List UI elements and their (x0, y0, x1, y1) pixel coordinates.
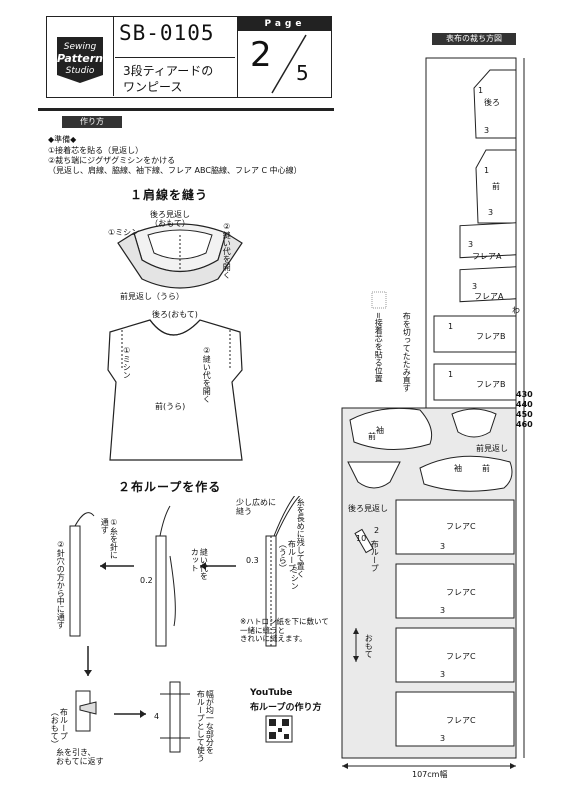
piece-flare-a-2: フレアA (474, 292, 504, 301)
section-tag-instructions: 作り方 (62, 116, 122, 128)
label-pull-thread: 糸を引き、 おもてに返す (56, 748, 104, 767)
label-thread-needle: ①糸を針に 通す (100, 518, 119, 559)
label-front-facing: 前見返し（うら） (120, 292, 184, 301)
piece-sleeve-2: 袖 (454, 464, 462, 473)
piece-sleeve-2-front: 前 (482, 464, 490, 473)
label-sew-2: ①ミシン (122, 346, 132, 379)
piece-flare-c-2: フレアC (446, 588, 476, 597)
piece-flare-a-1-num: 3 (468, 240, 474, 249)
logo-box: Sewing Pattern Studio (47, 17, 114, 96)
pattern-code: SB-0105 (119, 21, 215, 45)
page-label: Page (238, 17, 332, 31)
piece-flare-c-1: フレアC (446, 522, 476, 531)
piece-flare-b-2: フレアB (476, 380, 506, 389)
label-pass-through: ②針穴の方から中に通す (56, 540, 66, 629)
bodice-diagram (107, 319, 243, 461)
piece-loop-num2: 2 (374, 526, 380, 535)
label-loop-front: 布ループ （おもて） (50, 708, 69, 748)
label-loop-back: 布ループ （うら） (278, 540, 297, 572)
piece-flare-c-2-num: 3 (440, 606, 446, 615)
label-cut-allowance: 縫い代を カット (190, 548, 209, 580)
label-use-even: 幅が均一な部分を 布ループとして使う (196, 690, 215, 762)
piece-sleeve-1-front: 前 (368, 432, 376, 441)
page-slash (271, 34, 307, 94)
youtube-subtitle[interactable]: 布ループの作り方 (250, 703, 322, 713)
studio-logo: Sewing Pattern Studio (57, 37, 103, 83)
fold-mark: わ (512, 306, 520, 315)
step2-heading: ２布ループを作る (118, 480, 222, 494)
fabric-width-label: 107cm幅 (412, 770, 448, 779)
piece-flare-b-1: フレアB (476, 332, 506, 341)
cutting-layout-title: 表布の裁ち方図 (432, 33, 516, 45)
label-sew-1: ①ミシン (108, 228, 140, 237)
page-total: 5 (296, 61, 309, 85)
length-440: 440 (516, 400, 533, 409)
pattern-title-line2: ワンピース (123, 80, 183, 94)
page-indicator: Page 2 5 (237, 17, 332, 97)
piece-loop-num: 10 (356, 534, 367, 543)
interfacing-legend: =接着芯を貼る位置 (374, 312, 384, 383)
label-back-face: 後ろ(おもて) (152, 310, 198, 319)
length-450: 450 (516, 410, 533, 419)
label-back-facing: 後ろ見返し （おもて） (150, 210, 190, 229)
prep-line-1: ①接着芯を貼る（見返し） (48, 146, 144, 155)
piece-flare-a-1: フレアA (472, 252, 502, 261)
label-press-1: ②縫い代を開く (222, 222, 232, 279)
pattern-header: Sewing Pattern Studio SB-0105 3段ティアードの ワ… (46, 16, 332, 98)
piece-flare-c-1-num: 3 (440, 542, 446, 551)
length-430: 430 (516, 390, 533, 399)
piece-flare-c-4-num: 3 (440, 734, 446, 743)
dim-03: 0.3 (246, 556, 259, 565)
logo-text-1: Sewing (64, 42, 97, 52)
piece-back-num3: 3 (484, 126, 490, 135)
piece-back-num1: 1 (478, 86, 484, 95)
facing-diagram (117, 223, 243, 289)
tracing-paper-note: ※ハトロン紙を下に敷いて 一緒に縫うと きれいに縫えます。 (240, 617, 329, 644)
piece-flare-a-2-num: 3 (472, 282, 478, 291)
step1-heading: １肩線を縫う (130, 188, 209, 202)
piece-flare-c-4: フレアC (446, 716, 476, 725)
dim-02: 0.2 (140, 576, 153, 585)
piece-sleeve-1: 袖 (376, 426, 384, 435)
piece-back: 後ろ (484, 98, 500, 107)
pattern-title-line1: 3段ティアードの (123, 64, 214, 78)
label-wide-sew: 少し広めに 縫う (236, 498, 276, 517)
grain-label: おもて (364, 634, 374, 658)
piece-flare-c-3: フレアC (446, 652, 476, 661)
label-sew-loop: ミシン (290, 566, 300, 590)
prep-line-2: ②裁ち端にジグザグミシンをかける (48, 156, 176, 165)
header-rule (38, 108, 334, 111)
piece-flare-b-2-num: 1 (448, 370, 454, 379)
logo-text-3: Studio (66, 66, 95, 76)
label-front-back: 前(うら) (155, 402, 186, 411)
prep-title: ◆準備◆ (48, 135, 77, 144)
label-leave-thread: 糸を長めに残して置く (296, 498, 306, 578)
cutting-layout-diagram (341, 57, 525, 769)
piece-back-facing: 後ろ見返し (348, 504, 388, 513)
page-number: 2 (250, 35, 272, 75)
piece-front-num3: 3 (488, 208, 494, 217)
prep-line-3: （見返し、肩線、脇線、袖下線、フレア ABC脇線、フレア C 中心線） (48, 166, 302, 175)
piece-front: 前 (492, 182, 500, 191)
piece-front-facing: 前見返し (476, 444, 508, 453)
length-460: 460 (516, 420, 533, 429)
label-press-2: ②縫い代を開く (202, 346, 212, 403)
logo-text-2: Pattern (57, 52, 103, 65)
refold-note: 布を切ってたたみ直す (402, 312, 412, 392)
piece-front-num1: 1 (484, 166, 490, 175)
piece-loop: 布ループ (370, 540, 380, 572)
title-area: 3段ティアードの ワンピース (115, 57, 235, 97)
youtube-label[interactable]: YouTube (250, 688, 293, 698)
piece-flare-c-3-num: 3 (440, 670, 446, 679)
piece-flare-b-1-num: 1 (448, 322, 454, 331)
loop-diagram (69, 496, 301, 753)
dim-4: 4 (154, 712, 160, 721)
